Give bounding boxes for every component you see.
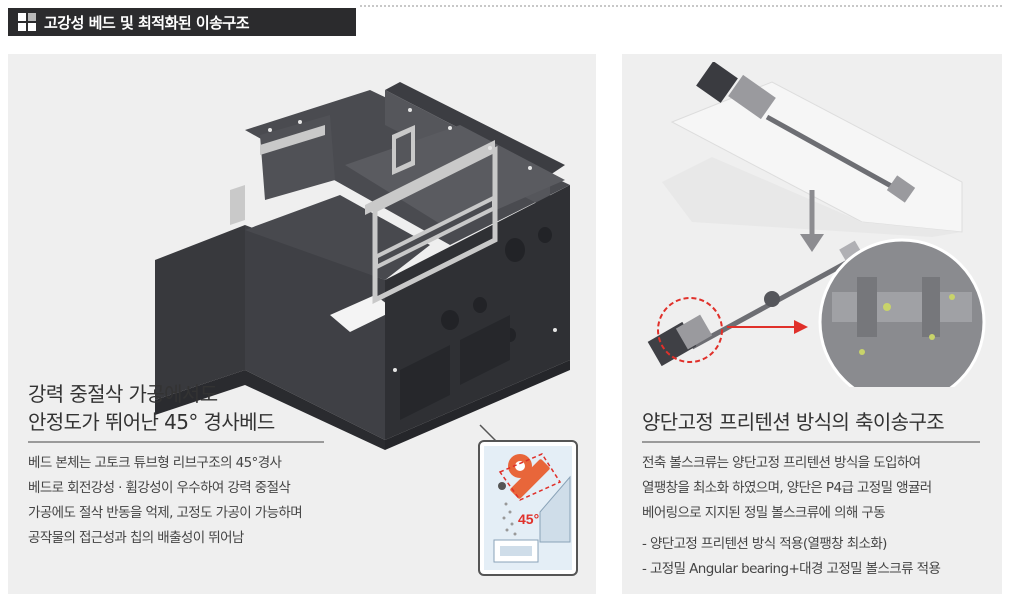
chip-discharge-inset: 45° — [478, 440, 578, 576]
bed-description-line: 베드 본체는 고토크 튜브형 리브구조의 45°경사 — [28, 455, 282, 471]
chip-discharge-diagram: 45° — [484, 446, 572, 570]
grid-icon — [18, 13, 36, 31]
slant-bed-illustration — [155, 82, 570, 450]
ballscrew-caption: 양단고정 프리텐션 방식의 축이송구조 — [642, 410, 945, 434]
bed-description-line: 베드로 회전강성 · 휨강성이 우수하여 강력 중절삭 — [28, 480, 291, 496]
bed-caption-rule — [28, 441, 324, 443]
ballscrew-description-line: 전축 볼스크류는 양단고정 프리텐션 방식을 도입하여 — [642, 455, 921, 471]
bed-caption-line1: 강력 중절삭 가공에서도 — [28, 382, 218, 406]
bed-description: 베드 본체는 고토크 튜브형 리브구조의 45°경사 베드로 회전강성 · 휨강… — [28, 451, 303, 551]
section-title: 고강성 베드 및 최적화된 이송구조 — [44, 13, 250, 32]
section-header: 고강성 베드 및 최적화된 이송구조 — [8, 8, 356, 36]
ballscrew-description-line: 열팽창을 최소화 하였으며, 양단은 P4급 고정밀 앵귤러 — [642, 480, 932, 496]
header-dotted-divider — [360, 5, 1002, 7]
angle-label: 45° — [518, 511, 539, 527]
bed-description-line: 공작물의 접근성과 칩의 배출성이 뛰어남 — [28, 530, 244, 546]
ballscrew-illustration — [647, 62, 986, 387]
ballscrew-bullet: - 양단고정 프리텐션 방식 적용(열팽창 최소화) — [642, 536, 887, 552]
ballscrew-description: 전축 볼스크류는 양단고정 프리텐션 방식을 도입하여 열팽창을 최소화 하였으… — [642, 451, 941, 582]
bed-caption-line2: 안정도가 뛰어난 45° 경사베드 — [28, 410, 275, 434]
ballscrew-description-line: 베어링으로 지지된 정밀 볼스크류에 의해 구동 — [642, 505, 886, 521]
ballscrew-caption-rule — [642, 441, 980, 443]
bed-description-line: 가공에도 절삭 반동을 억제, 고정도 가공이 가능하며 — [28, 505, 303, 521]
ballscrew-bullet: - 고정밀 Angular bearing+대경 고정밀 볼스크류 적용 — [642, 561, 941, 577]
